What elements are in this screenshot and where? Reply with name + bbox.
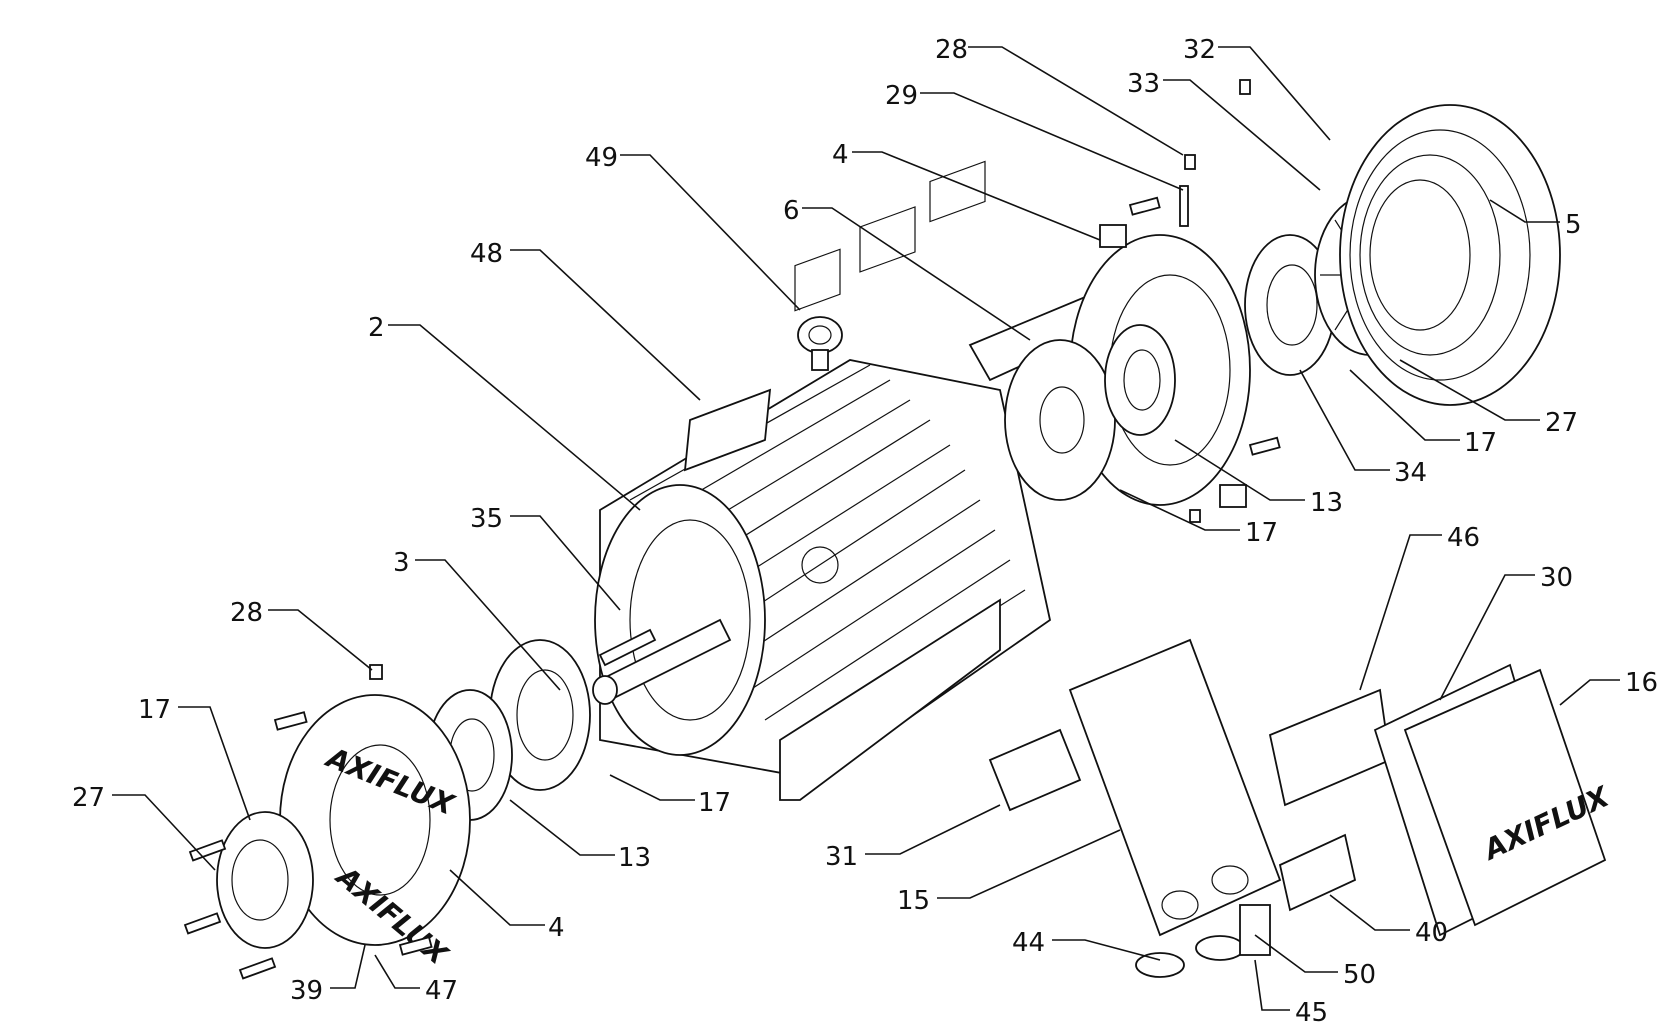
callout-label: 31	[825, 842, 858, 872]
lifting-eye	[797, 316, 843, 371]
callout-label: 45	[1295, 998, 1328, 1028]
callout-label: 28	[230, 598, 263, 628]
callout-label: 29	[885, 81, 918, 111]
junction-box-base	[1068, 638, 1282, 937]
callout-label: 28	[935, 35, 968, 65]
shaft	[592, 618, 732, 705]
rear-bearing	[1104, 324, 1176, 436]
callout-label: 17	[1245, 518, 1278, 548]
callout-label: 32	[1183, 35, 1216, 65]
callout-label: 27	[1545, 408, 1578, 438]
callout-label: 13	[618, 843, 651, 873]
stator-frame	[594, 160, 1052, 801]
callout-label: 33	[1127, 69, 1160, 99]
callout-label: 17	[1464, 428, 1497, 458]
callout-label: 46	[1447, 523, 1480, 553]
junction-gasket	[988, 728, 1082, 812]
callout-label: 48	[470, 239, 503, 269]
junction-box-cover: AXIFLUX	[1403, 668, 1615, 927]
rear-seal-disc	[1004, 339, 1116, 501]
callout-label: 50	[1343, 960, 1376, 990]
callout-label: 27	[72, 783, 105, 813]
callout-label: 35	[470, 504, 503, 534]
terminal-block	[1278, 833, 1357, 912]
fan-cover	[1339, 104, 1561, 406]
callout-label: 4	[548, 913, 565, 943]
callout-label: 16	[1625, 668, 1658, 698]
callout-label: 6	[783, 196, 800, 226]
callout-label: 5	[1565, 210, 1582, 240]
callout-label: 44	[1012, 928, 1045, 958]
callout-label: 15	[897, 886, 930, 916]
callout-label: 17	[698, 788, 731, 818]
nameplate	[683, 388, 772, 472]
front-bearing-cover	[216, 811, 314, 949]
cable-glands	[1135, 904, 1271, 978]
callout-label: 4	[832, 140, 849, 170]
bolts	[183, 79, 1281, 980]
leader-lines	[112, 46, 1620, 1011]
callout-label: 30	[1540, 563, 1573, 593]
front-endshield: AXIFLUX AXIFLUX	[279, 694, 471, 972]
callout-label: 13	[1310, 488, 1343, 518]
callout-label: 17	[138, 695, 171, 725]
callout-label: 2	[368, 313, 385, 343]
callout-label: 39	[290, 976, 323, 1006]
callout-label: 34	[1394, 458, 1427, 488]
terminal-plate	[1268, 688, 1391, 807]
callout-label: 3	[393, 548, 410, 578]
callout-label: 40	[1415, 918, 1448, 948]
callout-label: 47	[425, 976, 458, 1006]
callout-label: 49	[585, 143, 618, 173]
callout-labels: 28 29 32 33 49 4 6 48 2 5 27 17 34 13 17…	[72, 35, 1658, 1028]
